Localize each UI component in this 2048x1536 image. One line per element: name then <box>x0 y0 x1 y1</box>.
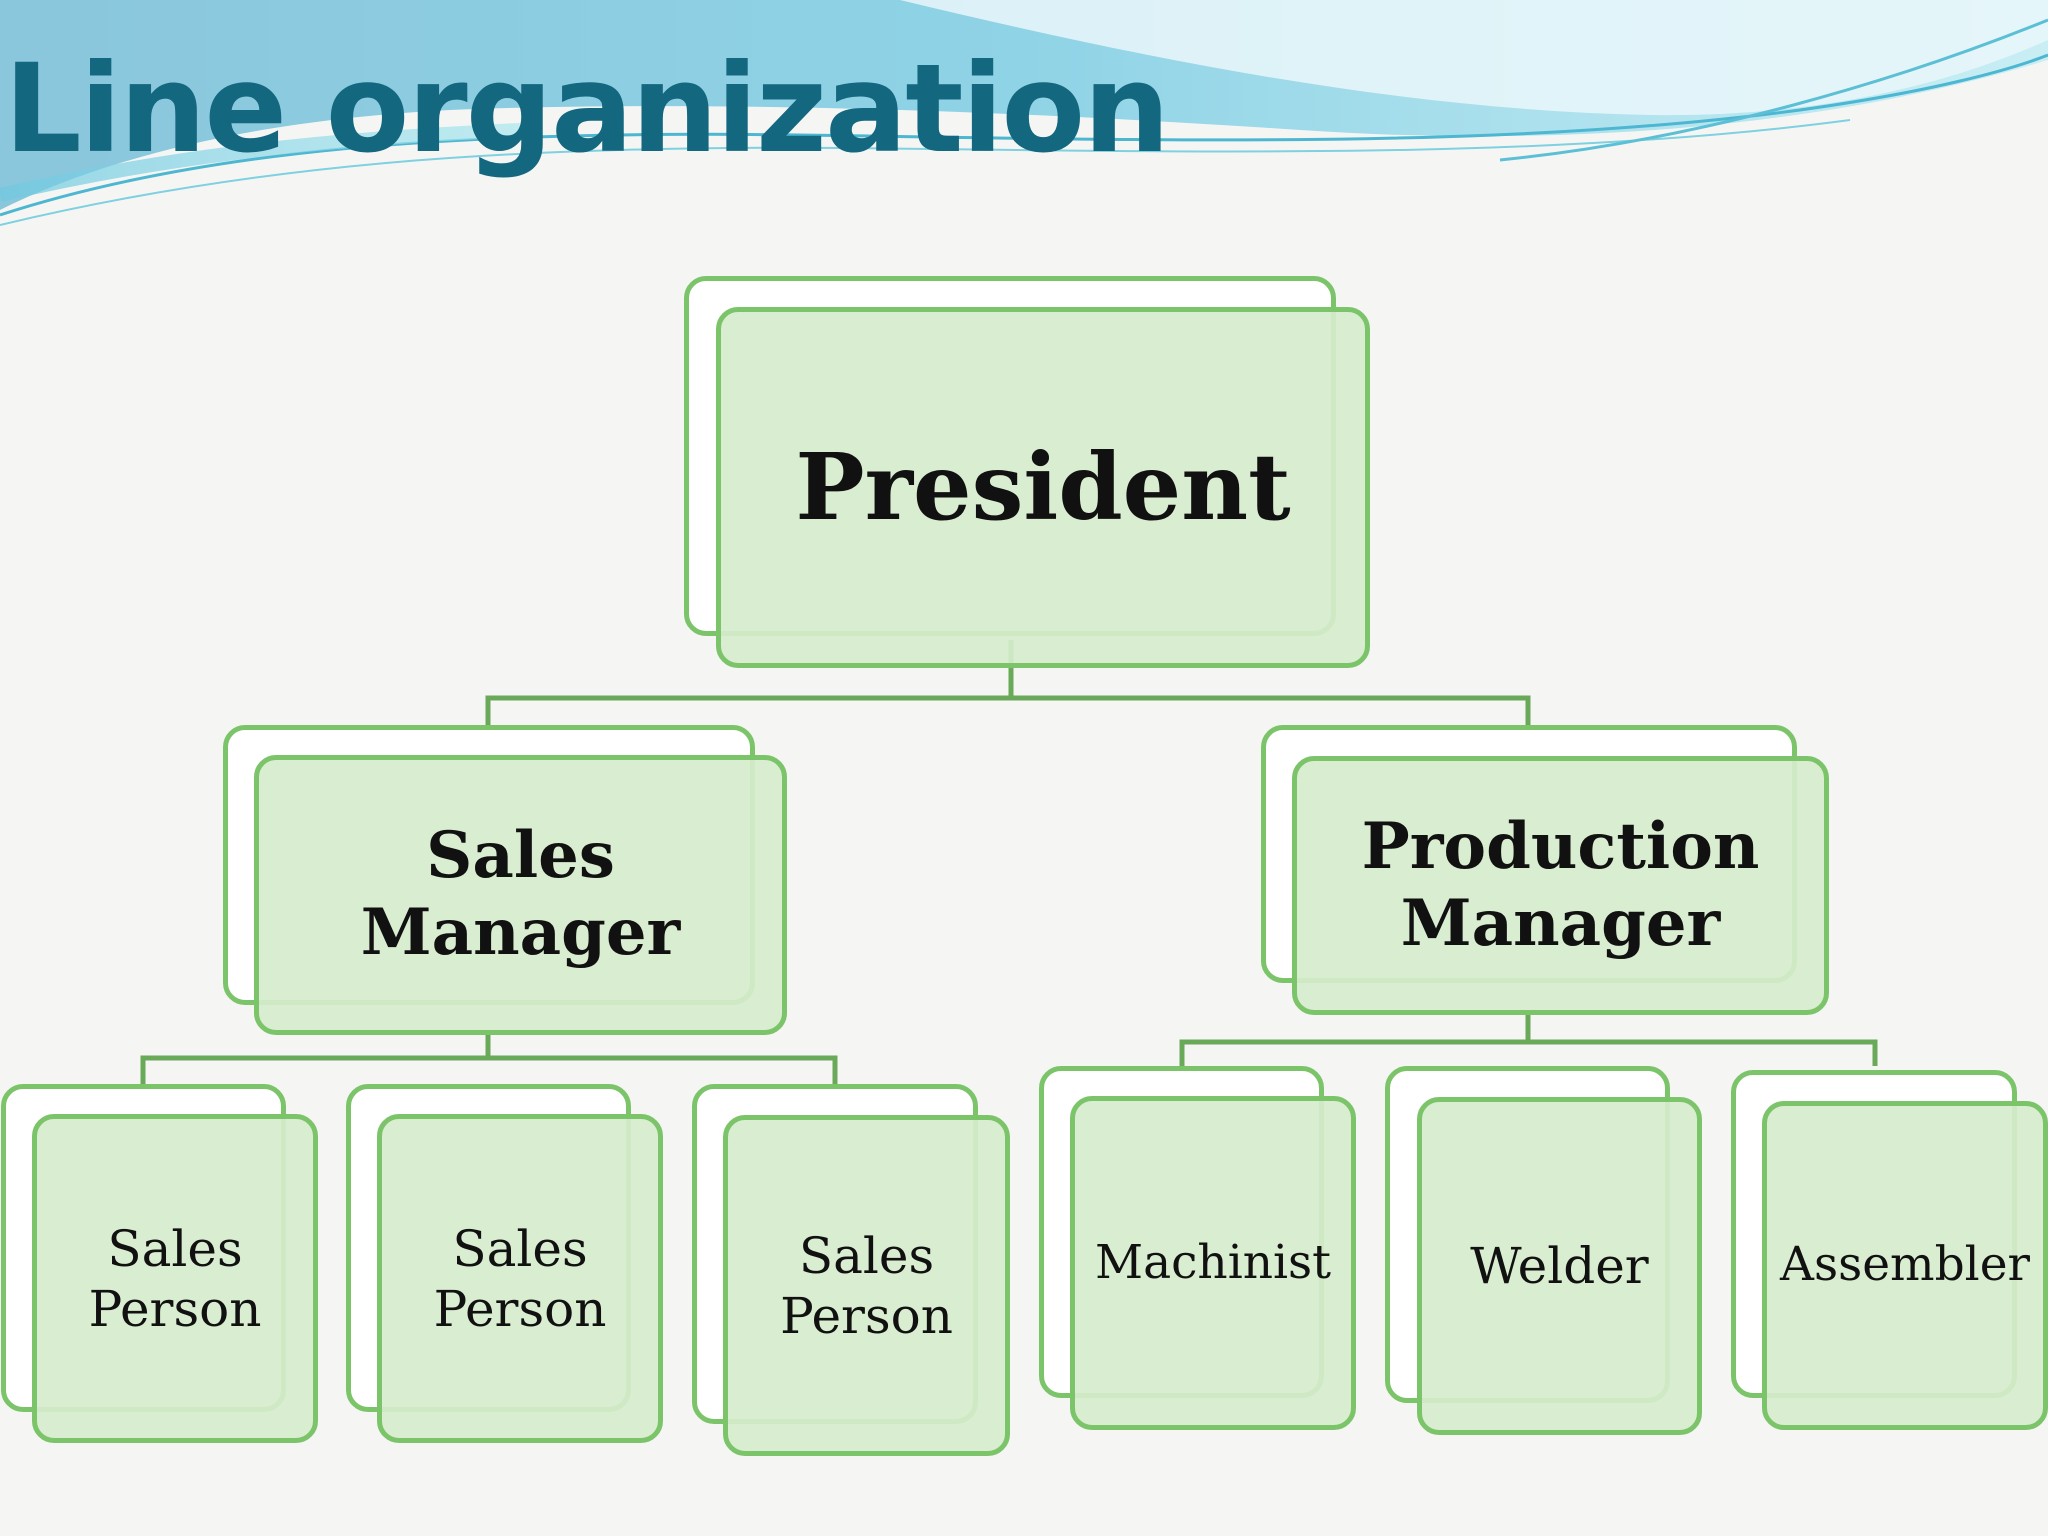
sales-person-2-node: Sales Person <box>346 1084 663 1443</box>
machinist-node: Machinist <box>1039 1066 1356 1430</box>
sales-person-3-line1: Sales <box>798 1226 935 1285</box>
sales-person-1-node: Sales Person <box>1 1084 318 1443</box>
president-node: President <box>684 276 1370 668</box>
production-manager-label-line1: Production <box>1361 808 1760 884</box>
president-label: President <box>795 433 1291 542</box>
welder-node: Welder <box>1385 1066 1702 1435</box>
connector-sales-manager <box>140 1032 838 1084</box>
sales-person-3-node: Sales Person <box>692 1084 1010 1456</box>
sales-person-1-line1: Sales <box>107 1219 243 1278</box>
sales-person-2-line1: Sales <box>452 1219 588 1278</box>
header-wave-decoration <box>0 0 2048 226</box>
assembler-label: Assembler <box>1780 1237 2030 1293</box>
sales-manager-node: Sales Manager <box>223 725 787 1035</box>
production-manager-node: Production Manager <box>1261 725 1829 1015</box>
sales-person-2-line2: Person <box>433 1279 607 1338</box>
slide-title: Line organization <box>4 38 1170 180</box>
connector-production-manager <box>1179 1013 1878 1066</box>
welder-label: Welder <box>1470 1237 1649 1295</box>
sales-manager-label: Sales Manager <box>360 818 681 970</box>
machinist-label: Machinist <box>1094 1234 1332 1290</box>
sales-person-3-line2: Person <box>780 1286 953 1345</box>
sales-person-1-line2: Person <box>88 1279 262 1338</box>
assembler-node: Assembler <box>1731 1070 2048 1430</box>
production-manager-label-line2: Manager <box>1400 885 1721 961</box>
